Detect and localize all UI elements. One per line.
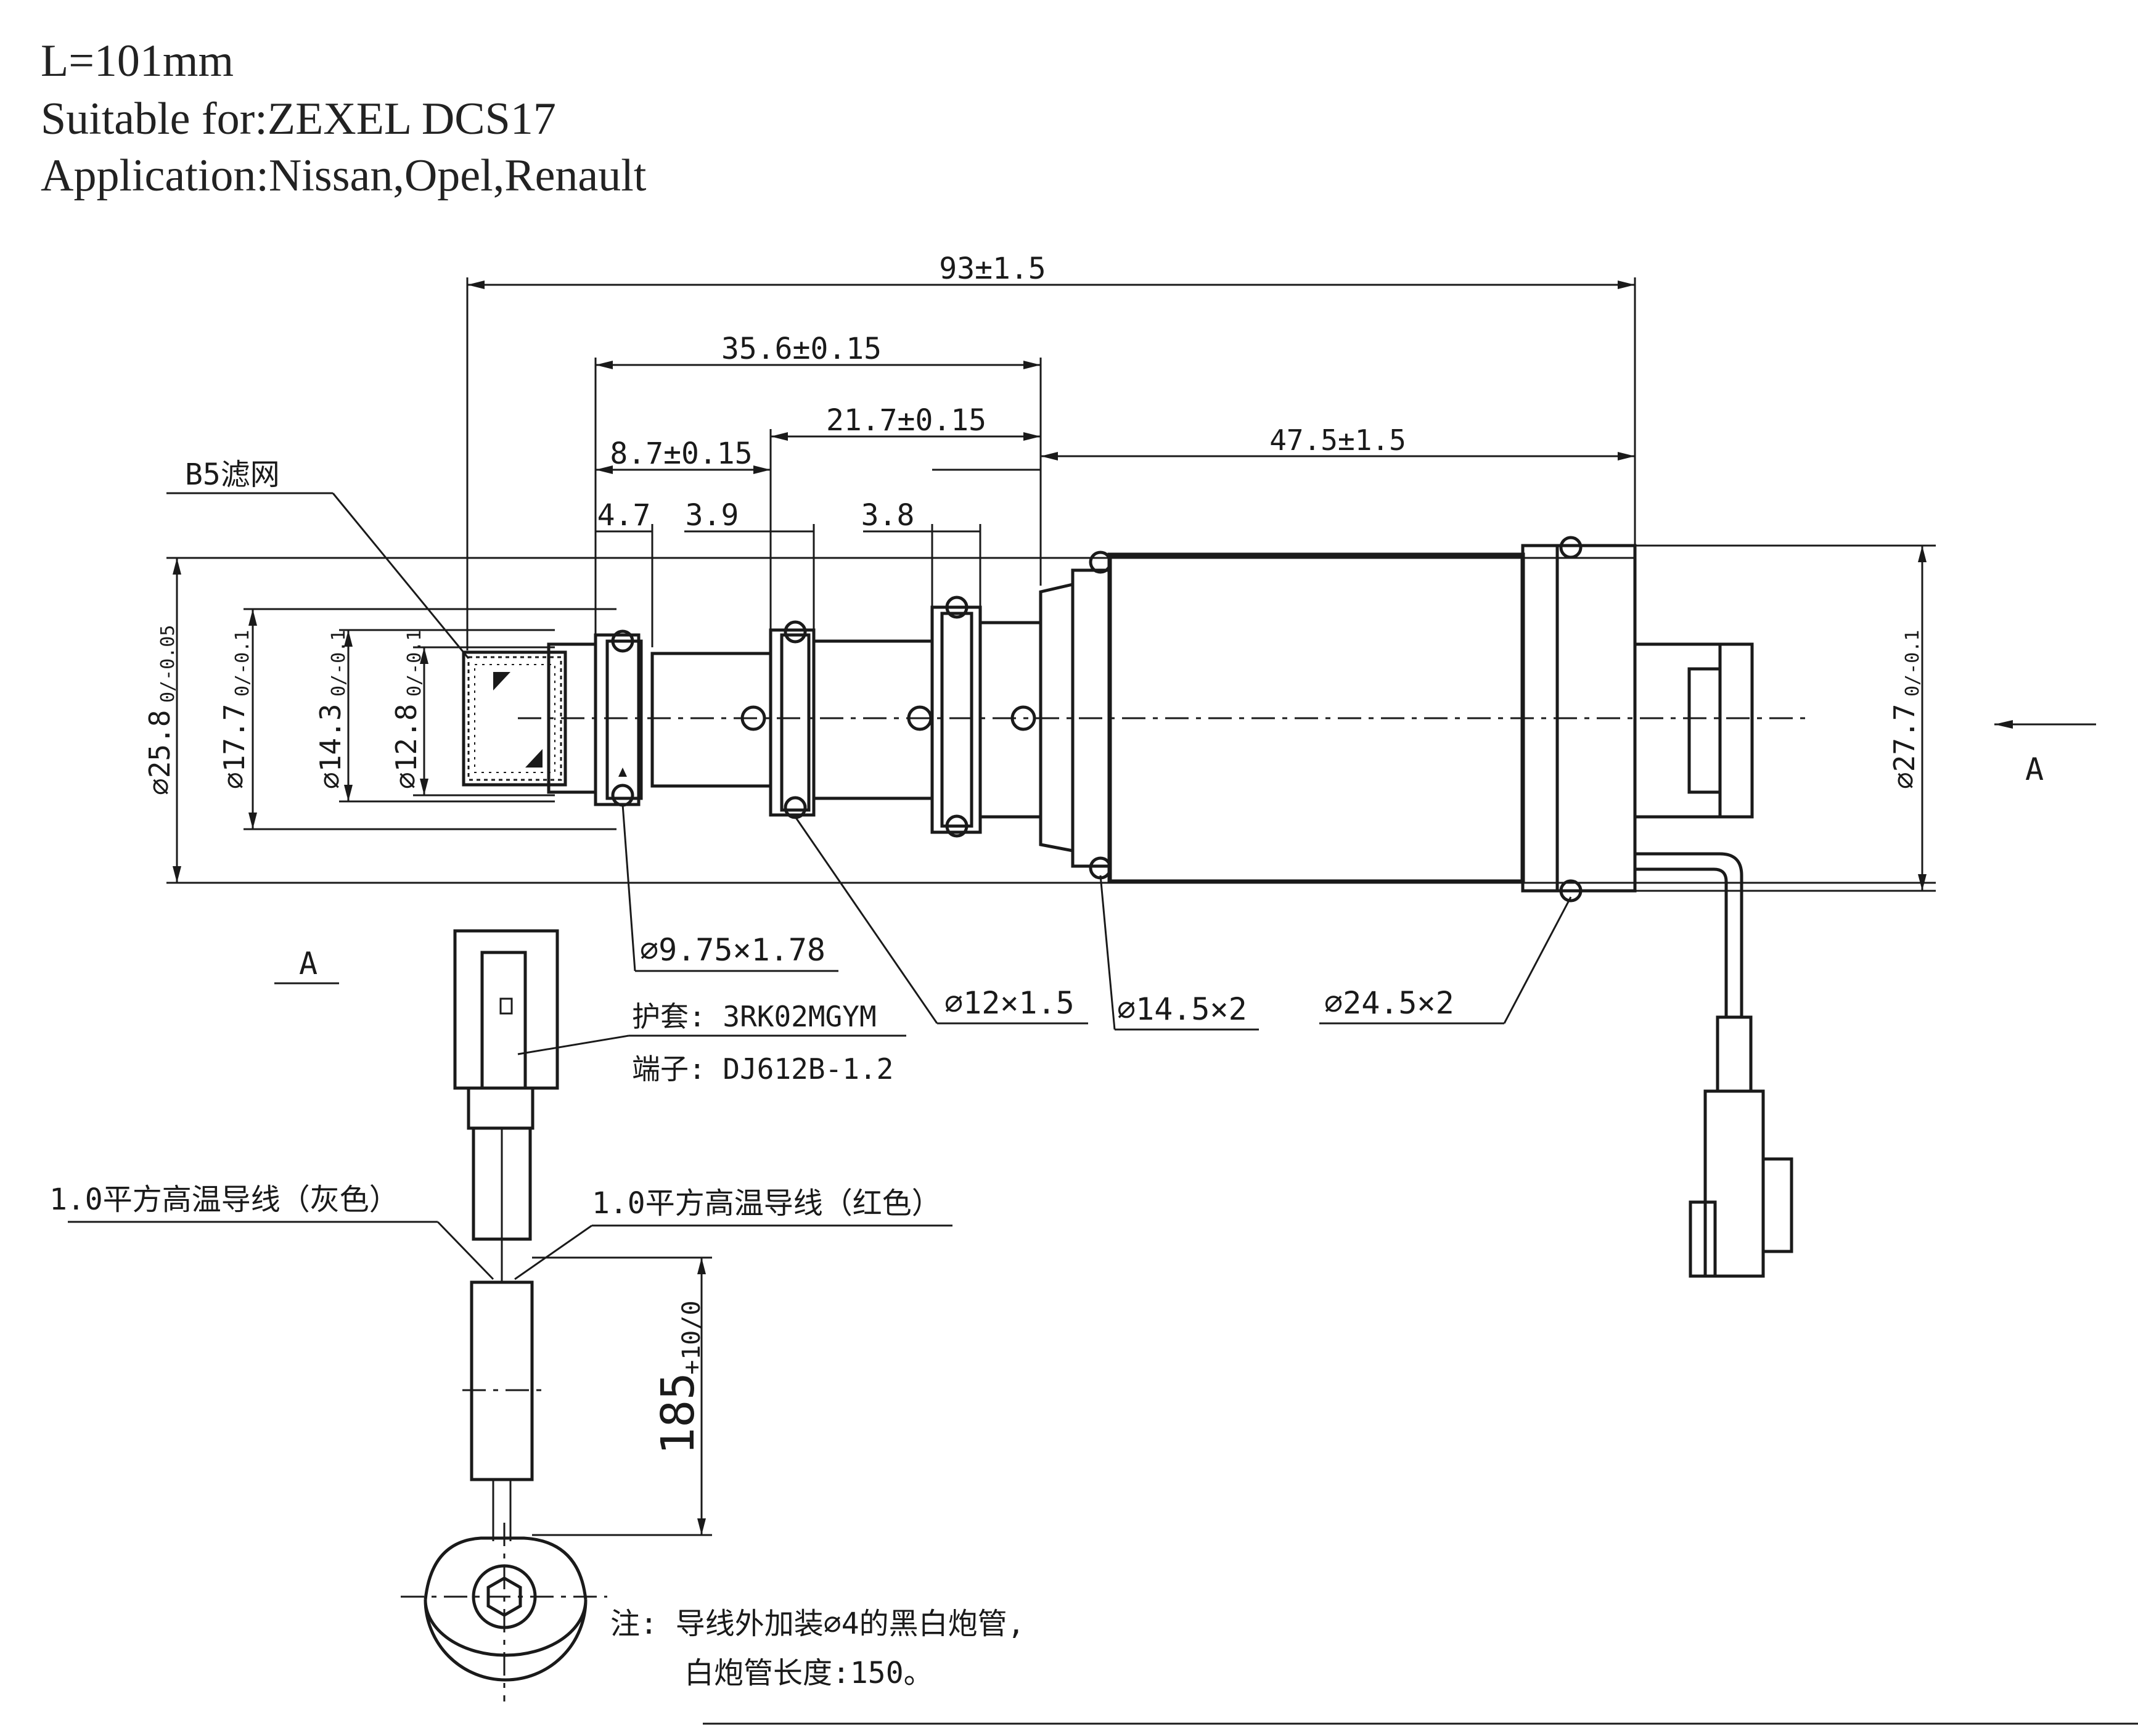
dim-185-tolerance: +10/0: [678, 1301, 706, 1375]
dim-overall-length: 93±1.5: [939, 252, 1046, 286]
pigtail-connector: [1689, 1015, 1793, 1278]
dia-27-7-label: ⌀27.7 0/-0.1: [1888, 630, 1923, 789]
dia-12-8-label: ⌀12.8 0/-0.1: [390, 630, 425, 789]
note-line-1: 注: 导线外加装⌀4的黑白炮管,: [610, 1607, 1025, 1641]
callout-oring-12: ⌀12×1.5: [944, 985, 1075, 1021]
dia-25-8-value: ⌀25.8: [143, 710, 176, 795]
length-spec: L=101mm: [41, 36, 234, 86]
dim-21-7: 21.7±0.15: [826, 403, 986, 438]
callout-terminal: 端子: DJ612B-1.2: [632, 1052, 893, 1086]
callout-oring-14-5: ⌀14.5×2: [1117, 991, 1247, 1027]
dia-27-7-tolerance: 0/-0.1: [1902, 630, 1923, 697]
suitable-for-spec: Suitable for:ZEXEL DCS17: [41, 94, 556, 144]
dia-17-7-label: ⌀17.7 0/-0.1: [218, 630, 253, 789]
dia-14-3-tolerance: 0/-0.1: [328, 630, 350, 697]
dia-17-7-value: ⌀17.7: [218, 704, 251, 789]
application-spec: Application:Nissan,Opel,Renault: [41, 150, 647, 201]
dia-12-8-value: ⌀12.8: [390, 704, 423, 789]
dim-3-9: 3.9: [686, 498, 739, 533]
dia-27-7-value: ⌀27.7: [1888, 704, 1921, 789]
dia-12-8-tolerance: 0/-0.1: [404, 630, 425, 697]
view-a-arrow-label: A: [2025, 751, 2044, 787]
callout-oring-9-75: ⌀9.75×1.78: [640, 932, 825, 968]
dim-3-8: 3.8: [861, 498, 915, 533]
dia-17-7-tolerance: 0/-0.1: [232, 630, 253, 697]
dim-47-5: 47.5±1.5: [1269, 424, 1406, 457]
dia-14-3-label: ⌀14.3 0/-0.1: [314, 630, 350, 789]
dimension-arrows: [467, 280, 1635, 474]
diameter-extension-lines: [166, 544, 1936, 892]
view-a-arrow: A: [1994, 720, 2096, 787]
dim-8-7: 8.7±0.15: [610, 436, 752, 471]
view-a: A: [68, 929, 952, 1701]
dim-4-7: 4.7: [597, 498, 651, 533]
dim-185-value: 185: [652, 1372, 705, 1455]
callout-oring-24-5: ⌀24.5×2: [1324, 985, 1454, 1021]
callout-wire-gray: 1.0平方高温导线（灰色）: [49, 1182, 399, 1217]
dia-25-8-label: ⌀25.8 0/-0.05: [143, 625, 179, 795]
view-a-label: A: [299, 946, 317, 981]
callout-leaders: [166, 492, 1572, 1055]
callout-sheath: 护套: 3RK02MGYM: [632, 1000, 877, 1033]
diameter-arrows: [173, 546, 1927, 891]
valve-body: [462, 536, 1754, 1017]
note-line-2: 白炮管长度:150。: [684, 1656, 933, 1690]
dim-35-6: 35.6±0.15: [721, 332, 882, 366]
callout-wire-red: 1.0平方高温导线（红色）: [592, 1186, 941, 1221]
callout-filter: B5滤网: [185, 457, 280, 492]
dia-14-3-value: ⌀14.3: [314, 704, 347, 789]
dia-25-8-tolerance: 0/-0.05: [157, 625, 179, 703]
